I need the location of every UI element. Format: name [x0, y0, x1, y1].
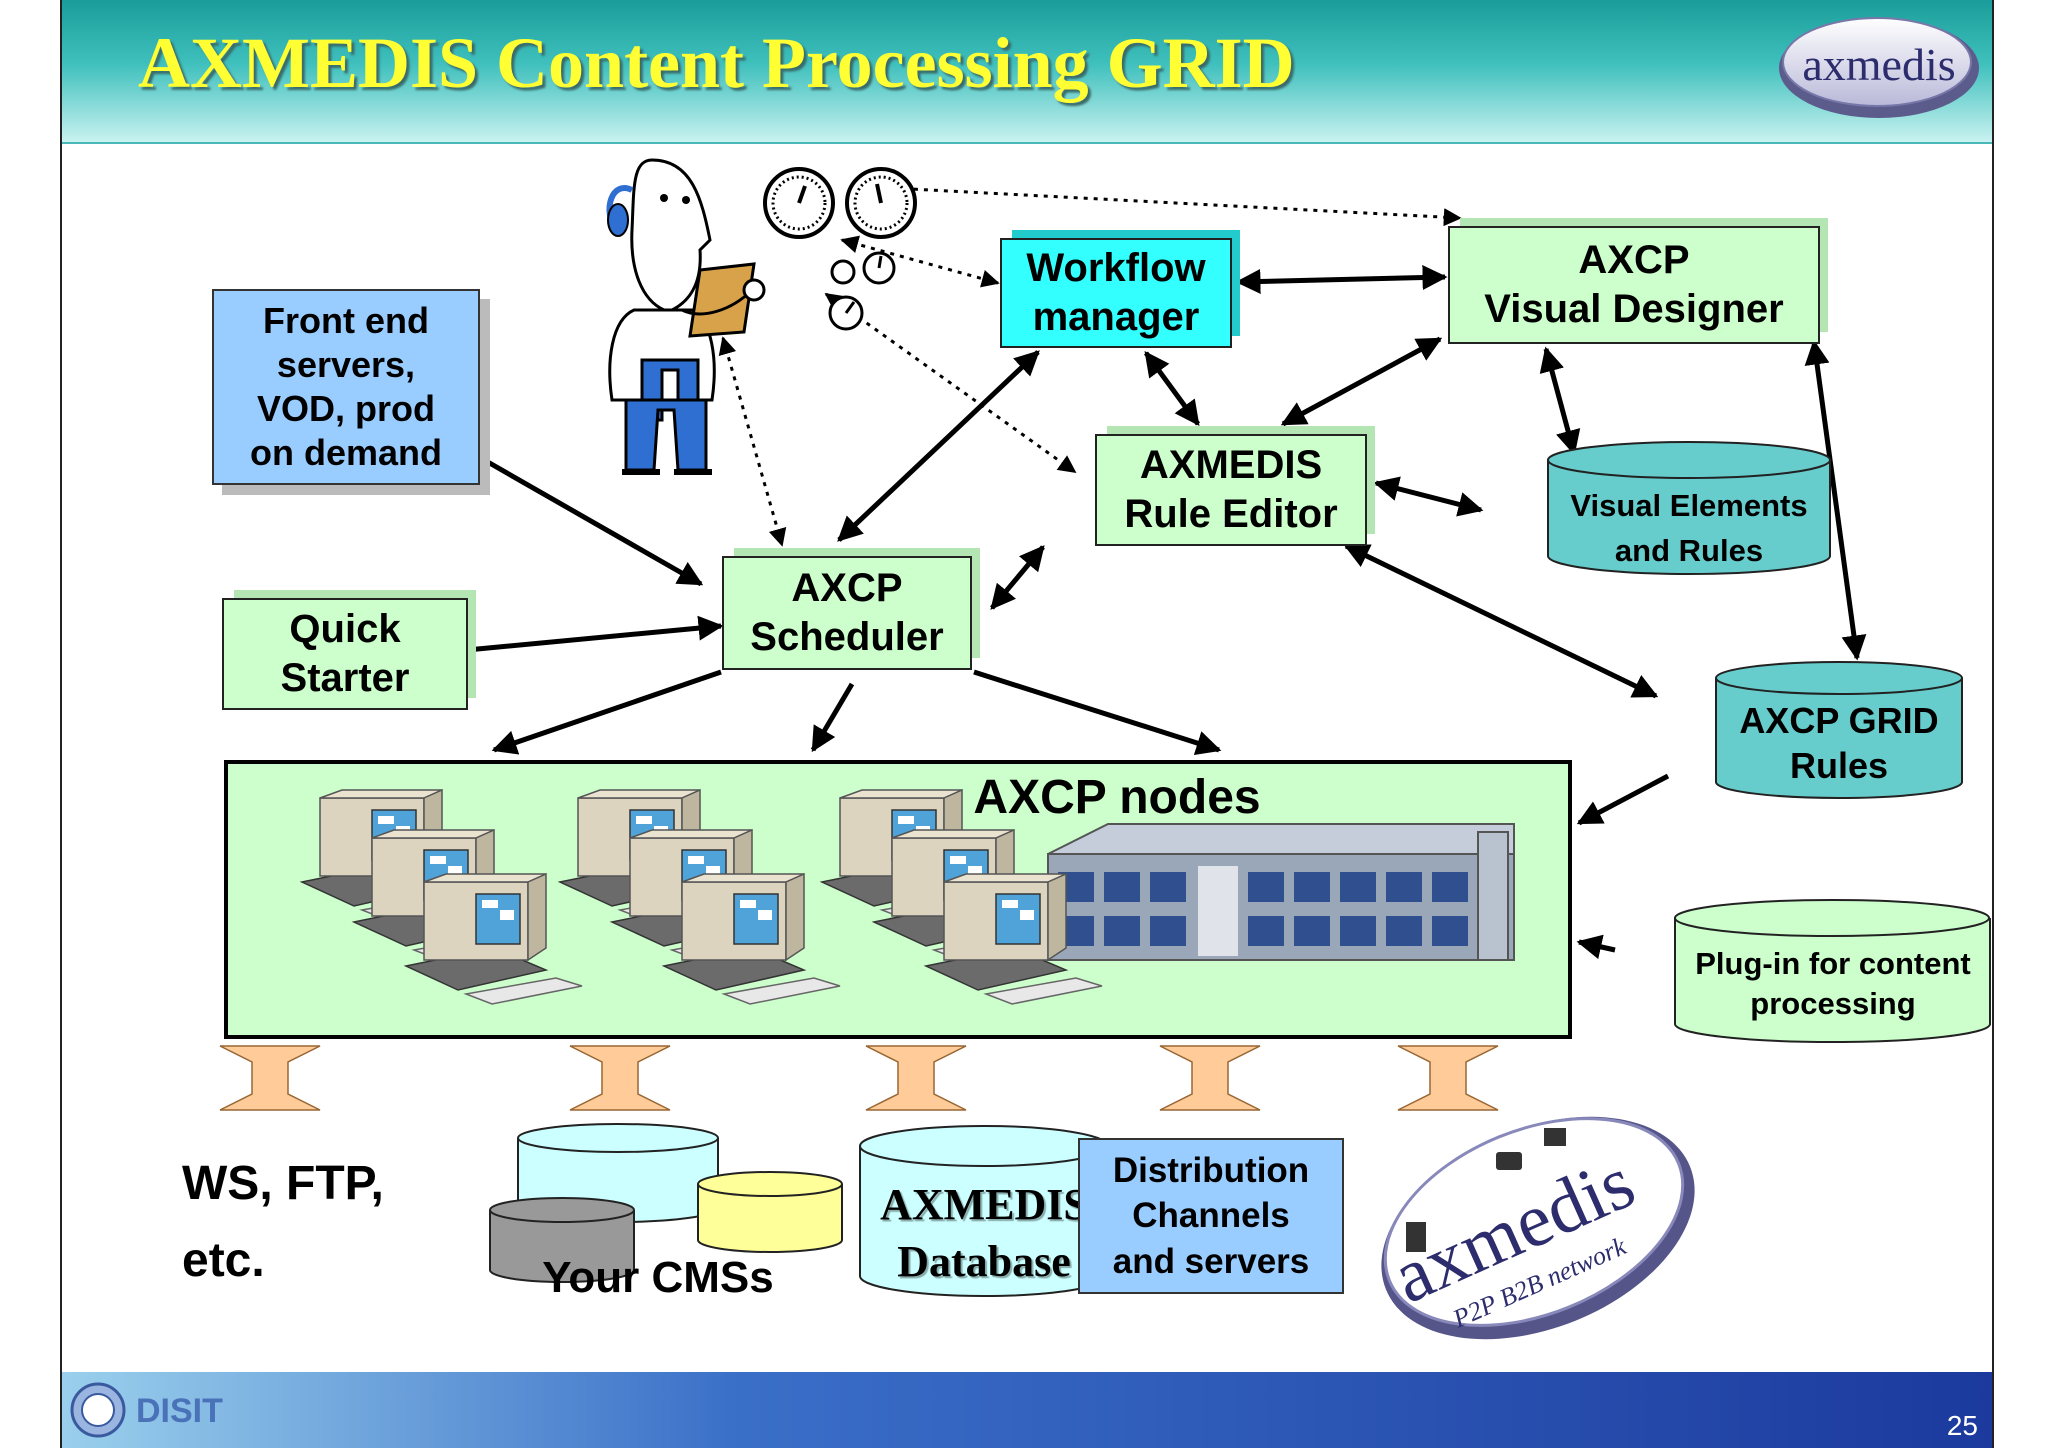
axmedis-logo-icon: axmedis: [1779, 17, 1979, 118]
quick-starter-box[interactable]: Quick Starter: [222, 598, 468, 710]
exchange-arrows: [219, 1045, 1499, 1111]
operator-person-icon: [606, 158, 766, 475]
axcp-grid-rules-label: AXCP GRID Rules: [1739, 700, 1939, 786]
page-number: 25: [1946, 1410, 1978, 1441]
axcp-visual-designer-box[interactable]: AXCP Visual Designer: [1448, 226, 1820, 344]
exchange-arrow-distribution: [1159, 1045, 1261, 1111]
plugin-db: [1674, 899, 1991, 1044]
solid-arrows: [466, 265, 1867, 960]
plugin-label: Plug-in for content processing: [1695, 946, 1971, 1022]
title-bar: AXMEDIS Content Processing GRID axmedis: [62, 0, 1992, 144]
svg-text:axmedis: axmedis: [1802, 39, 1955, 90]
front-end-servers-box: Front end servers, VOD, prod on demand: [212, 289, 480, 485]
p2p-network-logo-icon: axmedis P2P B2B network: [1381, 1116, 1695, 1340]
desktop-computer-icon: [661, 872, 841, 1005]
grid-rules-db: [1715, 661, 1963, 799]
your-cmss-label: Your CMSs: [542, 1253, 774, 1302]
ws-ftp-label: WS, FTP, etc.: [182, 1157, 384, 1287]
workflow-manager-box[interactable]: Workflow manager: [1000, 238, 1232, 348]
server-rack-icon: [1047, 823, 1515, 961]
axcp-nodes-title: AXCP nodes: [973, 771, 1261, 824]
exchange-arrow-db: [865, 1045, 967, 1111]
visual-elements-db: [1547, 441, 1831, 575]
slide: AXMEDIS Content Processing GRID axmedis: [60, 0, 1994, 1448]
distribution-channels-box: Distribution Channels and servers: [1078, 1138, 1344, 1294]
cms-db: [489, 1123, 843, 1283]
svg-text:DISIT: DISIT: [136, 1392, 223, 1430]
visual-elements-label: Visual Elements and Rules: [1570, 488, 1808, 568]
axcp-scheduler-box[interactable]: AXCP Scheduler: [722, 556, 972, 670]
desktop-computer-icon: [403, 872, 583, 1005]
footer-bar: DISIT 25: [62, 1372, 1992, 1448]
disit-logo-icon: DISIT: [70, 1382, 223, 1438]
gauge-icon: [763, 167, 917, 331]
exchange-arrow-ws: [219, 1045, 321, 1111]
diagram-canvas: axmedis P2P B2B network: [219, 158, 1991, 1340]
slide-title: AXMEDIS Content Processing GRID: [138, 23, 1295, 103]
exchange-arrow-p2p: [1397, 1045, 1499, 1111]
desktop-computer-icon: [923, 872, 1103, 1005]
exchange-arrow-cms: [569, 1045, 671, 1111]
axmedis-database-label: AXMEDIS Database: [880, 1180, 1088, 1287]
axmedis-rule-editor-box[interactable]: AXMEDIS Rule Editor: [1095, 434, 1367, 546]
